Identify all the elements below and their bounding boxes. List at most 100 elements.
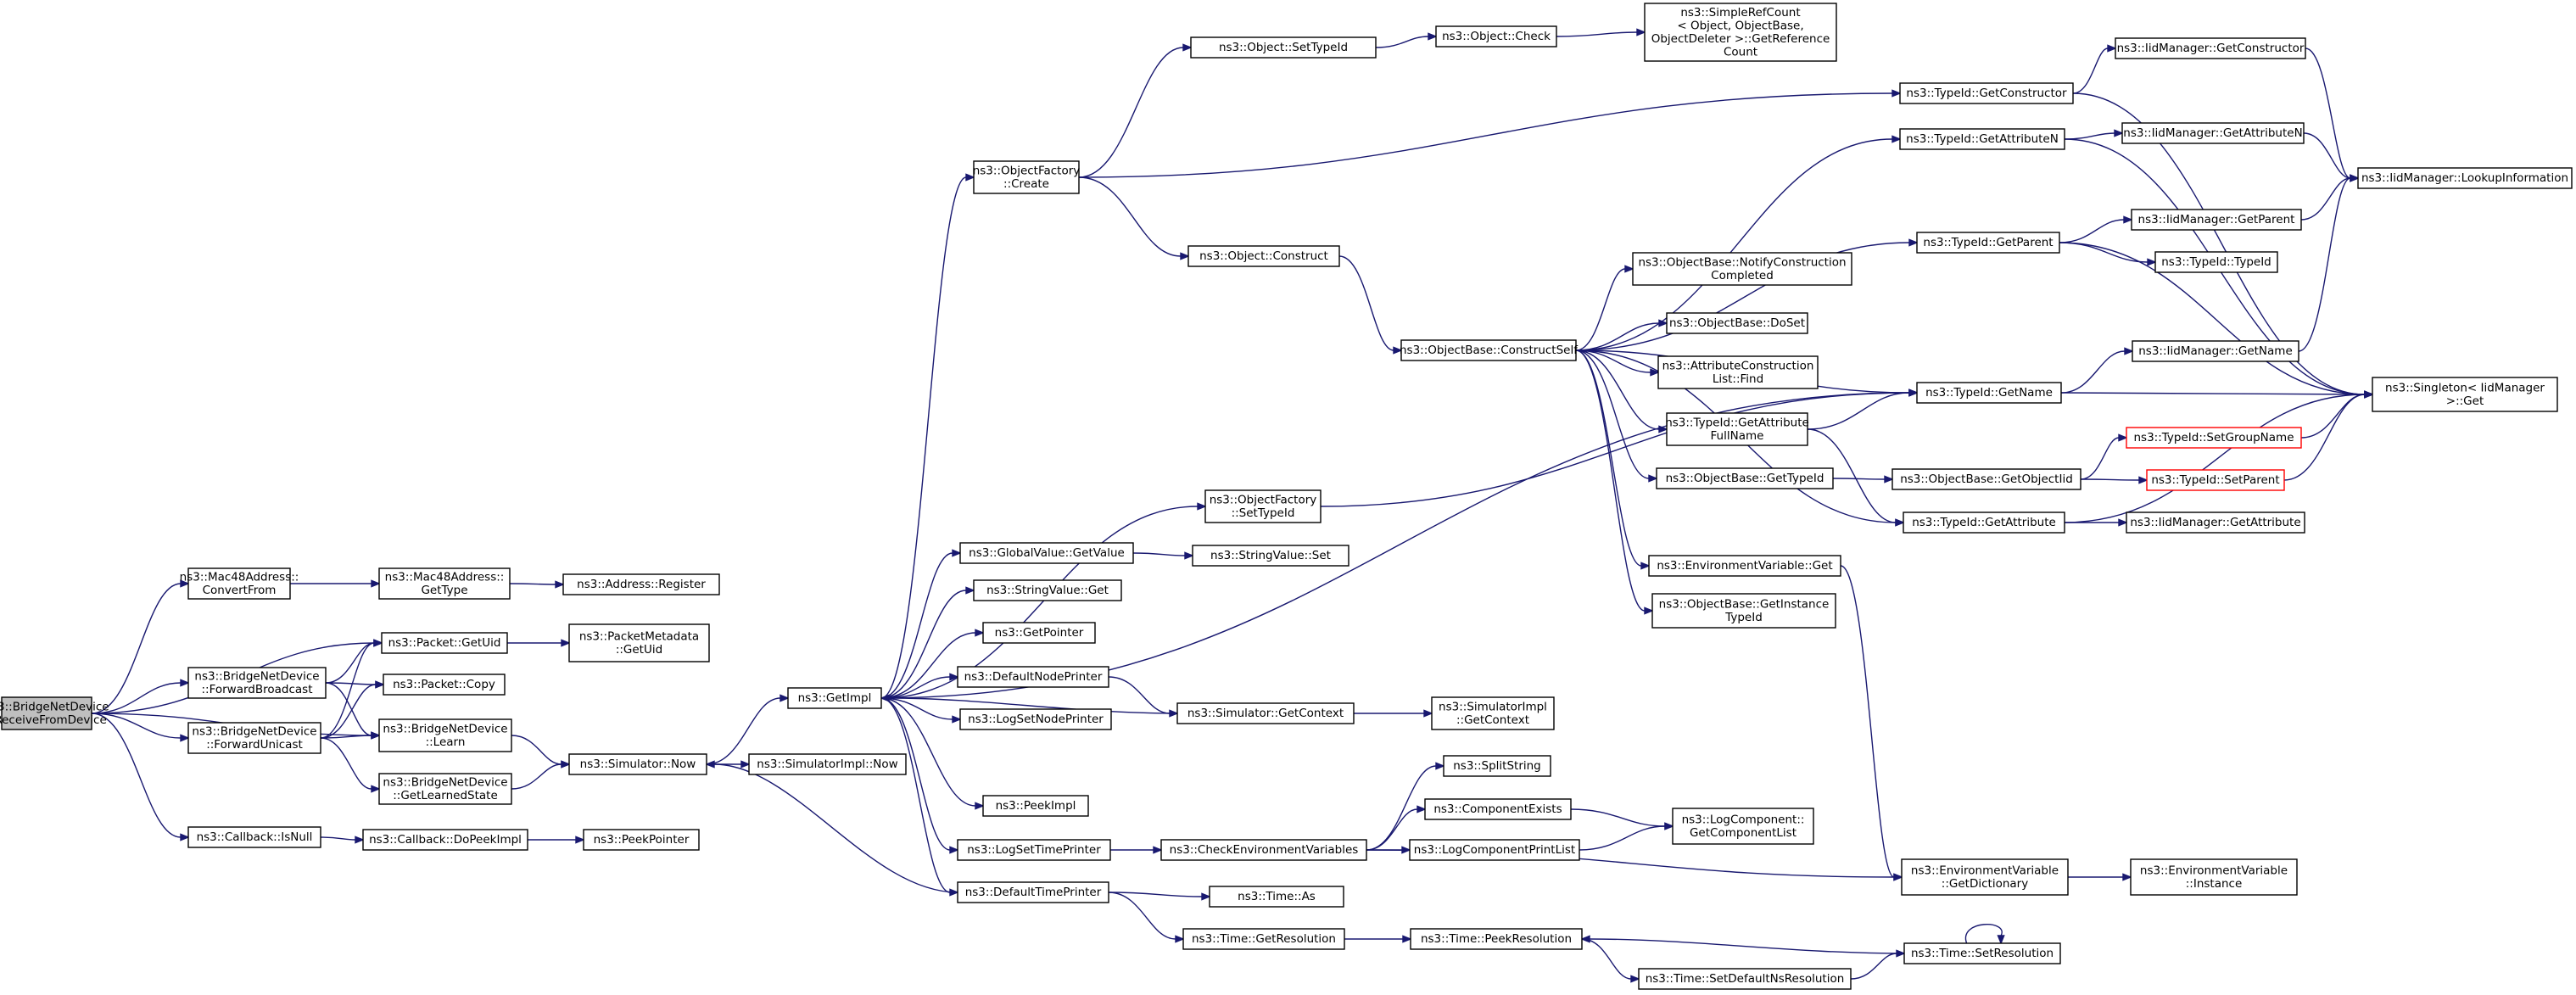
- edge-time-get-resolution-to-time-peek-resolution: [1344, 935, 1412, 943]
- node-construct-self[interactable]: ns3::ObjectBase::ConstructSelf: [1400, 339, 1579, 361]
- node-type-id-set-parent[interactable]: ns3::TypeId::SetParent: [2146, 469, 2285, 491]
- node-env-var-get-dictionary[interactable]: ns3::EnvironmentVariable::GetDictionary: [1901, 858, 2069, 896]
- node-time-as[interactable]: ns3::Time::As: [1209, 886, 1344, 908]
- node-callback-is-null[interactable]: ns3::Callback::IsNull: [187, 826, 321, 848]
- node-label: List::Find: [1713, 372, 1763, 386]
- node-log-component-print-list[interactable]: ns3::LogComponentPrintList: [1409, 839, 1580, 861]
- node-iid-get-name[interactable]: ns3::IidManager::GetName: [2132, 340, 2299, 362]
- node-label: Count: [1724, 45, 1757, 59]
- node-box: [583, 829, 700, 851]
- node-global-value-get-value[interactable]: ns3::GlobalValue::GetValue: [959, 542, 1134, 564]
- node-label: ns3::TypeId::TypeId: [2161, 255, 2271, 269]
- node-forward-broadcast[interactable]: ns3::BridgeNetDevice::ForwardBroadcast: [187, 667, 327, 699]
- node-log-set-time-printer[interactable]: ns3::LogSetTimePrinter: [957, 839, 1111, 861]
- node-object-set-type-id[interactable]: ns3::Object::SetTypeId: [1190, 36, 1377, 59]
- node-simulator-now[interactable]: ns3::Simulator::Now: [568, 753, 707, 775]
- node-packet-get-uid[interactable]: ns3::Packet::GetUid: [381, 632, 508, 654]
- node-default-time-printer[interactable]: ns3::DefaultTimePrinter: [957, 881, 1109, 903]
- node-label: ns3::Object::SetTypeId: [1219, 41, 1348, 54]
- node-type-id-get-name[interactable]: ns3::TypeId::GetName: [1916, 382, 2062, 404]
- node-callback-do-peek-impl[interactable]: ns3::Callback::DoPeekImpl: [362, 829, 528, 851]
- node-time-set-resolution[interactable]: ns3::Time::SetResolution: [1903, 942, 2061, 964]
- node-object-base-do-set[interactable]: ns3::ObjectBase::DoSet: [1666, 312, 1808, 334]
- node-time-set-default-ns-resolution[interactable]: ns3::Time::SetDefaultNsResolution: [1638, 968, 1852, 990]
- node-env-var-get[interactable]: ns3::EnvironmentVariable::Get: [1648, 555, 1841, 577]
- node-iid-get-constructor[interactable]: ns3::IidManager::GetConstructor: [2115, 37, 2306, 59]
- node-mac48-get-type[interactable]: ns3::Mac48Address::GetType: [378, 567, 511, 600]
- node-type-id-get-attribute-n[interactable]: ns3::TypeId::GetAttributeN: [1899, 128, 2065, 150]
- node-env-var-instance[interactable]: ns3::EnvironmentVariable::Instance: [2130, 858, 2298, 896]
- node-object-construct[interactable]: ns3::Object::Construct: [1187, 245, 1340, 267]
- node-peek-impl[interactable]: ns3::PeekImpl: [982, 795, 1089, 817]
- node-type-id-set-group-name[interactable]: ns3::TypeId::SetGroupName: [2126, 427, 2302, 449]
- node-component-exists[interactable]: ns3::ComponentExists: [1424, 798, 1572, 820]
- node-box: [2132, 340, 2299, 362]
- node-label: ns3::EnvironmentVariable: [2140, 864, 2288, 877]
- edge-type-id-get-attribute-full-name-to-type-id-get-attribute: [1807, 428, 1905, 527]
- node-get-pointer[interactable]: ns3::GetPointer: [982, 622, 1096, 644]
- node-label: ns3::TypeId::GetParent: [1923, 236, 2053, 249]
- node-label: ::Instance: [2186, 877, 2243, 891]
- node-simple-ref-count[interactable]: ns3::SimpleRefCount< Object, ObjectBase,…: [1644, 3, 1837, 62]
- node-receive-from-device[interactable]: ns3::BridgeNetDevice::ReceiveFromDevice: [0, 696, 109, 730]
- node-type-id-get-parent[interactable]: ns3::TypeId::GetParent: [1916, 232, 2060, 254]
- node-iid-get-attribute-n[interactable]: ns3::IidManager::GetAttributeN: [2121, 122, 2305, 144]
- node-string-value-get[interactable]: ns3::StringValue::Get: [973, 579, 1122, 601]
- node-label: ns3::Simulator::Now: [580, 757, 696, 771]
- node-get-learned-state[interactable]: ns3::BridgeNetDevice::GetLearnedState: [378, 773, 512, 805]
- node-box: [748, 753, 907, 775]
- node-forward-unicast[interactable]: ns3::BridgeNetDevice::ForwardUnicast: [187, 722, 321, 754]
- node-label: ns3::IidManager::GetConstructor: [2117, 42, 2305, 55]
- node-label: ns3::ObjectBase::GetObjectIid: [1900, 472, 2073, 486]
- node-check-env-vars[interactable]: ns3::CheckEnvironmentVariables: [1160, 839, 1367, 861]
- node-object-check[interactable]: ns3::Object::Check: [1435, 25, 1557, 48]
- node-peek-pointer[interactable]: ns3::PeekPointer: [583, 829, 700, 851]
- node-type-id-type-id[interactable]: ns3::TypeId::TypeId: [2154, 251, 2278, 273]
- node-get-impl[interactable]: ns3::GetImpl: [787, 687, 882, 709]
- node-type-id-get-constructor[interactable]: ns3::TypeId::GetConstructor: [1899, 82, 2074, 104]
- node-string-value-set[interactable]: ns3::StringValue::Set: [1192, 545, 1349, 567]
- node-split-string[interactable]: ns3::SplitString: [1443, 755, 1551, 777]
- node-packet-metadata-get-uid[interactable]: ns3::PacketMetadata::GetUid: [568, 623, 710, 662]
- node-log-set-node-printer[interactable]: ns3::LogSetNodePrinter: [959, 708, 1112, 730]
- node-mac48-convert-from[interactable]: ns3::Mac48Address::ConvertFrom: [180, 567, 299, 600]
- node-object-factory-set-type-id[interactable]: ns3::ObjectFactory::SetTypeId: [1204, 489, 1322, 523]
- node-time-peek-resolution[interactable]: ns3::Time::PeekResolution: [1410, 928, 1583, 950]
- node-label: ns3::Object::Check: [1442, 30, 1551, 43]
- edge-mac48-get-type-to-address-register: [509, 580, 565, 589]
- node-packet-copy[interactable]: ns3::Packet::Copy: [383, 674, 506, 696]
- node-label: ns3::TypeId::GetConstructor: [1906, 87, 2067, 100]
- node-iid-get-parent[interactable]: ns3::IidManager::GetParent: [2131, 209, 2302, 231]
- node-type-id-get-attribute[interactable]: ns3::TypeId::GetAttribute: [1903, 511, 2065, 534]
- edge-time-set-default-ns-resolution-to-time-set-resolution: [1850, 949, 1906, 980]
- node-simulator-get-context[interactable]: ns3::Simulator::GetContext: [1176, 702, 1355, 724]
- node-object-base-get-type-id[interactable]: ns3::ObjectBase::GetTypeId: [1656, 467, 1834, 489]
- edge-default-time-printer-to-time-as: [1108, 892, 1211, 901]
- node-box: [2357, 167, 2573, 189]
- node-default-node-printer[interactable]: ns3::DefaultNodePrinter: [957, 666, 1109, 688]
- node-iid-lookup-information[interactable]: ns3::IidManager::LookupInformation: [2357, 167, 2573, 189]
- function-nodes: ns3::BridgeNetDevice::ReceiveFromDevicen…: [0, 3, 2573, 990]
- node-simulator-impl-get-context[interactable]: ns3::SimulatorImpl::GetContext: [1431, 696, 1555, 730]
- node-object-factory-create[interactable]: ns3::ObjectFactory::Create: [973, 160, 1081, 194]
- node-address-register[interactable]: ns3::Address::Register: [562, 573, 720, 595]
- node-log-component-get-component-list[interactable]: ns3::LogComponent::GetComponentList: [1672, 808, 1814, 845]
- node-box: [187, 667, 327, 699]
- node-label: ns3::PeekImpl: [996, 799, 1076, 813]
- node-bridge-learn[interactable]: ns3::BridgeNetDevice::Learn: [378, 718, 512, 752]
- node-box: [1899, 128, 2065, 150]
- node-simulator-impl-now[interactable]: ns3::SimulatorImpl::Now: [748, 753, 907, 775]
- node-singleton-get[interactable]: ns3::Singleton< IidManager>::Get: [2372, 377, 2558, 412]
- edge-get-impl-to-string-value-get: [880, 586, 975, 699]
- node-iid-get-attribute[interactable]: ns3::IidManager::GetAttribute: [2126, 511, 2305, 534]
- node-time-get-resolution[interactable]: ns3::Time::GetResolution: [1182, 928, 1345, 950]
- node-box: [2121, 122, 2305, 144]
- node-label: ns3::IidManager::GetAttribute: [2130, 516, 2300, 529]
- node-object-base-get-object-iid[interactable]: ns3::ObjectBase::GetObjectIid: [1891, 468, 2081, 490]
- node-notify-construction-completed[interactable]: ns3::ObjectBase::NotifyConstructionCompl…: [1632, 252, 1852, 286]
- node-label: ns3::GetImpl: [798, 691, 872, 705]
- node-box: [957, 839, 1111, 861]
